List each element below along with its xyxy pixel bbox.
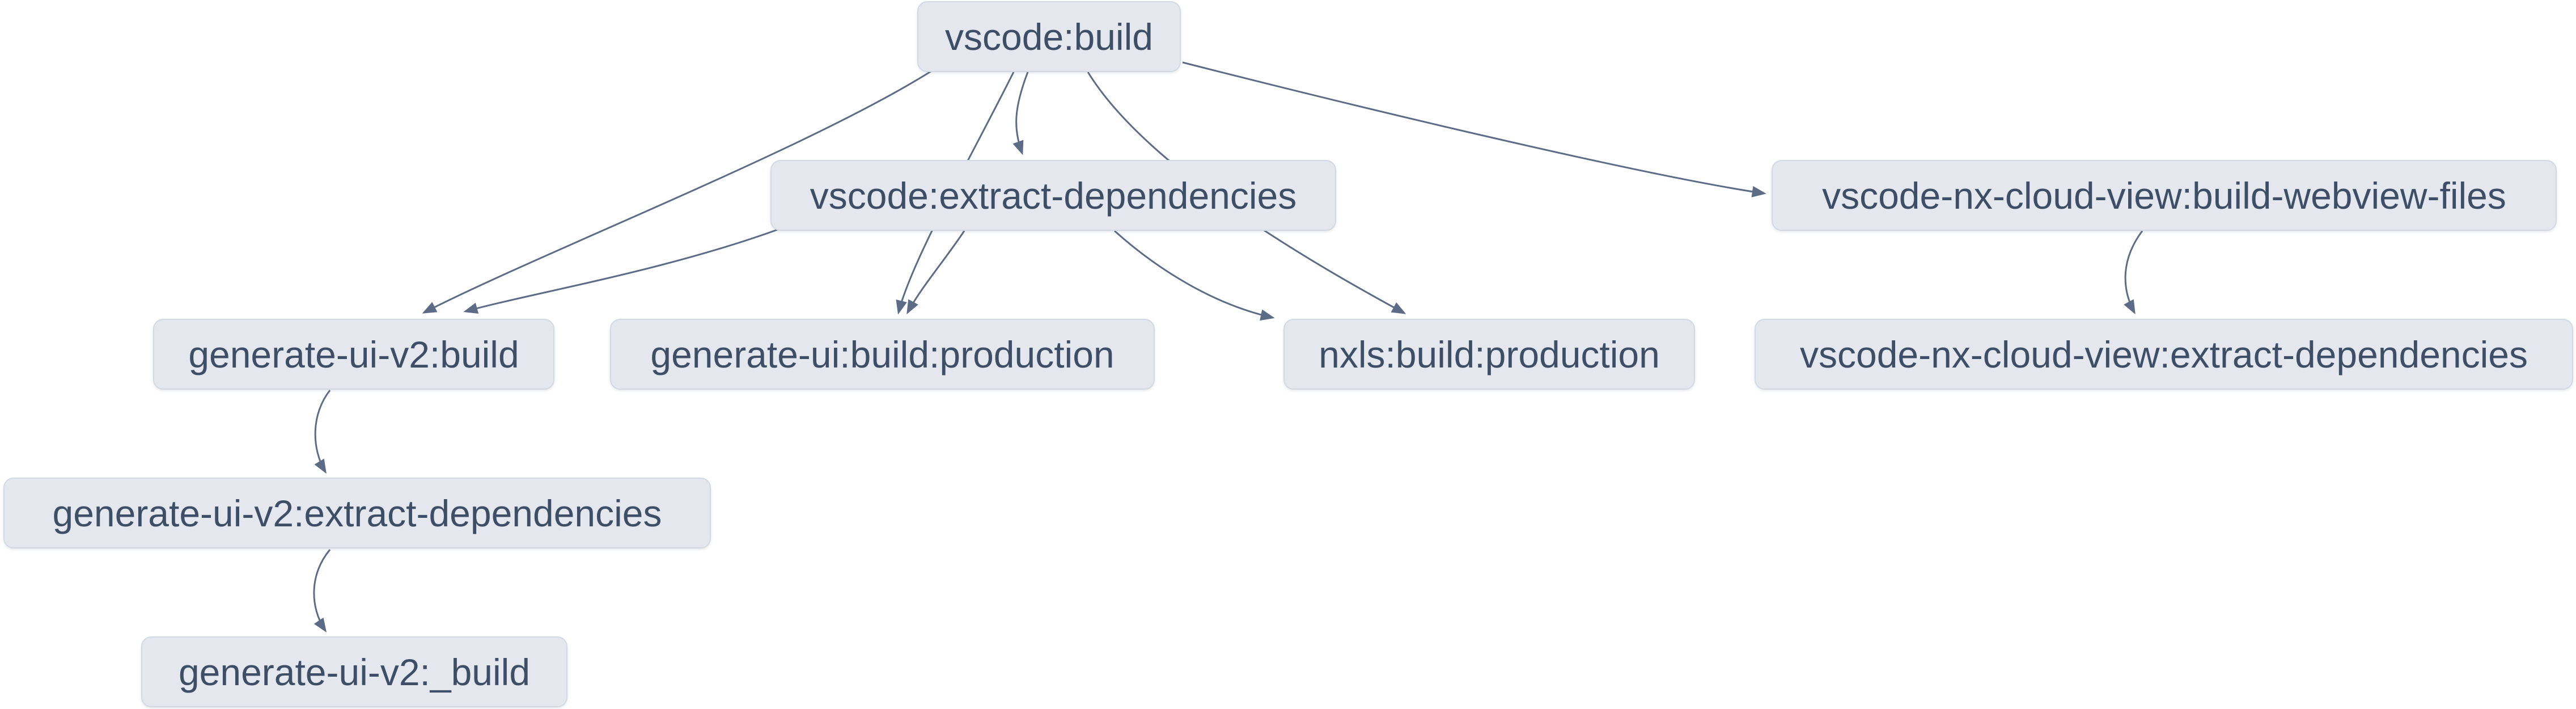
task-node-vscode-nx-cloud-view-extract-dependencies[interactable]: vscode-nx-cloud-view:extract-dependencie… xyxy=(1755,319,2573,390)
edge-vscode-build-to-vscode-extract-dependencies xyxy=(1012,71,1029,155)
edge-vscode-extract-dependencies-to-generate-ui-v2-build xyxy=(463,228,779,314)
task-node-label: generate-ui-v2:extract-dependencies xyxy=(52,492,662,534)
task-node-label: vscode:build xyxy=(945,15,1153,58)
task-node-generate-ui-v2-extract-dependencies[interactable]: generate-ui-v2:extract-dependencies xyxy=(3,478,711,548)
task-node-label: generate-ui-v2:_build xyxy=(178,651,531,693)
edge-vscode-extract-dependencies-to-nxls-build-production xyxy=(1113,230,1275,321)
task-node-vscode-build[interactable]: vscode:build xyxy=(917,1,1181,72)
edge-generate-ui-v2-build-to-generate-ui-v2-extract-dependencies xyxy=(314,390,331,474)
task-node-vscode-extract-dependencies[interactable]: vscode:extract-dependencies xyxy=(770,160,1336,231)
task-node-nxls-build-production[interactable]: nxls:build:production xyxy=(1283,319,1695,390)
task-node-generate-ui-build-production[interactable]: generate-ui:build:production xyxy=(610,319,1155,390)
edge-vscode-build-to-vscode-nx-cloud-view-build-webview-files xyxy=(1182,61,1766,197)
edge-vscode-extract-dependencies-to-generate-ui-build-production xyxy=(906,230,965,315)
task-node-label: generate-ui-v2:build xyxy=(188,333,519,375)
task-node-generate-ui-v2-underscore-build[interactable]: generate-ui-v2:_build xyxy=(141,636,567,707)
task-node-label: generate-ui:build:production xyxy=(650,333,1115,375)
edge-vscode-nx-cloud-view-build-webview-files-to-vscode-nx-cloud-view-extract-dependencies xyxy=(2124,230,2143,315)
task-node-label: vscode:extract-dependencies xyxy=(810,174,1297,217)
task-node-label: nxls:build:production xyxy=(1319,333,1660,375)
edge-generate-ui-v2-extract-dependencies-to-generate-ui-v2-build-underscore xyxy=(313,549,331,633)
task-node-vscode-nx-cloud-view-build-webview-files[interactable]: vscode-nx-cloud-view:build-webview-files xyxy=(1772,160,2557,231)
task-node-generate-ui-v2-build[interactable]: generate-ui-v2:build xyxy=(153,319,554,390)
task-node-label: vscode-nx-cloud-view:build-webview-files xyxy=(1822,174,2506,217)
task-node-label: vscode-nx-cloud-view:extract-dependencie… xyxy=(1800,333,2528,375)
edge-vscode-build-to-generate-ui-v2-build xyxy=(422,69,933,314)
